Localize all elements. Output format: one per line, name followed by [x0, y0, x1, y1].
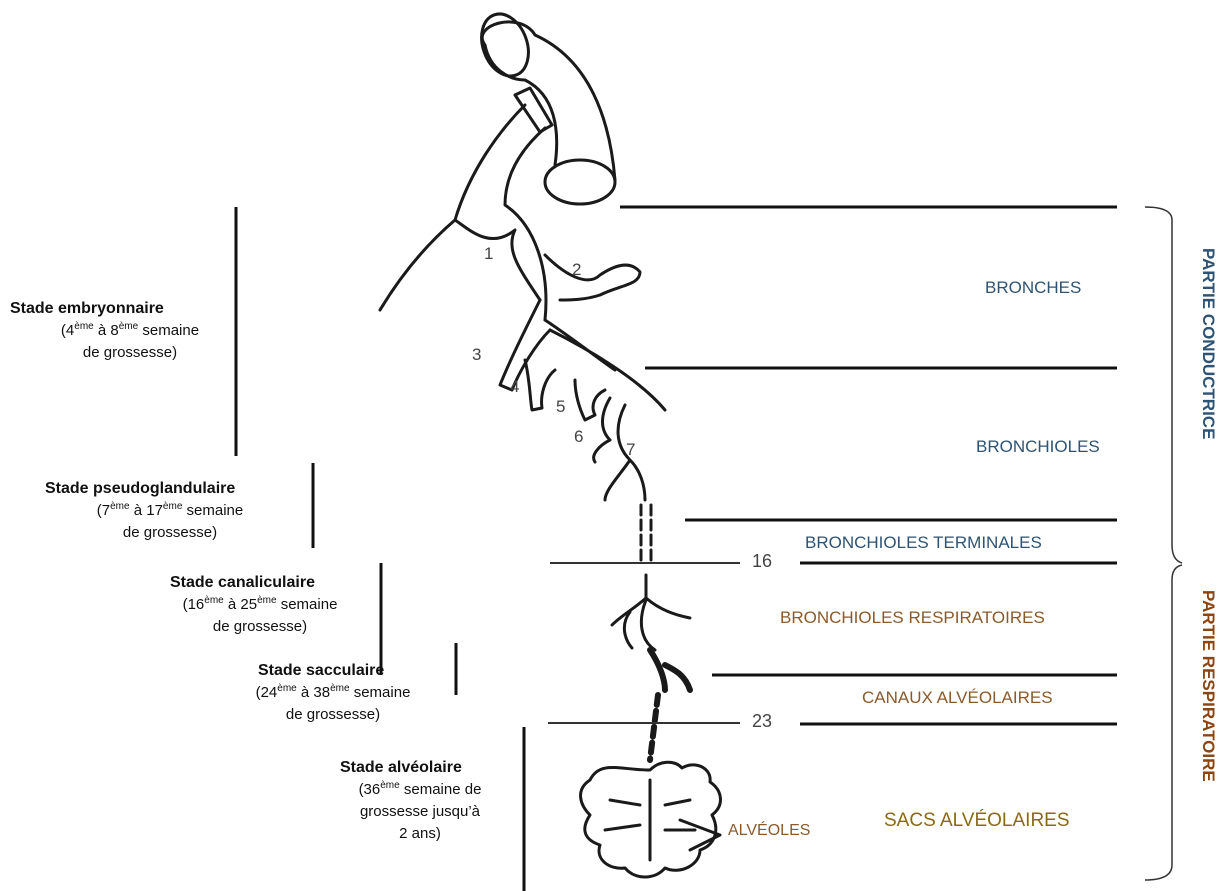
zone-label-canaux-alveolaires: CANAUX ALVÉOLAIRES: [862, 688, 1053, 708]
generation-number-6: 6: [574, 427, 583, 447]
zone-label-bronchioles: BRONCHIOLES: [976, 437, 1100, 457]
branch-4: [525, 360, 555, 410]
stage-title-embryonnaire: Stade embryonnaire: [10, 298, 164, 320]
branch-3: [500, 300, 550, 390]
brace-conductrice: [1145, 207, 1182, 563]
dashed-connector-lower: [650, 695, 658, 760]
dashed-connector-upper: [641, 505, 651, 560]
respiratory-bronchioles: [612, 575, 690, 650]
generation-number-3: 3: [472, 345, 481, 365]
trachea-tube: [482, 22, 615, 180]
stage-title-sacculaire: Stade sacculaire: [258, 660, 384, 682]
generation-marker-23: 23: [752, 711, 772, 732]
stage-title-canaliculaire: Stade canaliculaire: [170, 572, 315, 594]
part-label-respiratoire: PARTIE RESPIRATOIRE: [1198, 590, 1218, 782]
generation-marker-16: 16: [752, 551, 772, 572]
main-branch: [380, 105, 546, 320]
zone-label-bronchioles-terminales: BRONCHIOLES TERMINALES: [805, 533, 1042, 553]
branch-5: [575, 380, 605, 420]
branch-6-7: [594, 398, 645, 500]
generation-number-4: 4: [510, 377, 519, 397]
zone-label-bronches: BRONCHES: [985, 278, 1081, 298]
part-label-conductrice: PARTIE CONDUCTRICE: [1198, 248, 1218, 439]
respiratory-branch-dark: [650, 650, 690, 690]
stage-title-pseudoglandulaire: Stade pseudoglandulaire: [45, 478, 235, 500]
generation-number-7: 7: [626, 440, 635, 460]
branch-2: [545, 255, 640, 300]
brace-respiratoire: [1145, 565, 1182, 880]
label-alveoles: ALVÉOLES: [728, 822, 810, 840]
trachea-opening: [473, 7, 536, 82]
stage-title-alveolaire: Stade alvéolaire: [340, 757, 462, 779]
generation-number-5: 5: [556, 397, 565, 417]
zone-label-bronchioles-respiratoires: BRONCHIOLES RESPIRATOIRES: [780, 608, 1045, 628]
trachea-end: [545, 160, 615, 204]
branch-1: [455, 220, 540, 300]
generation-number-2: 2: [572, 260, 581, 280]
zone-label-sacs-alveolaires: SACS ALVÉOLAIRES: [884, 810, 1070, 832]
generation-number-1: 1: [484, 244, 493, 264]
